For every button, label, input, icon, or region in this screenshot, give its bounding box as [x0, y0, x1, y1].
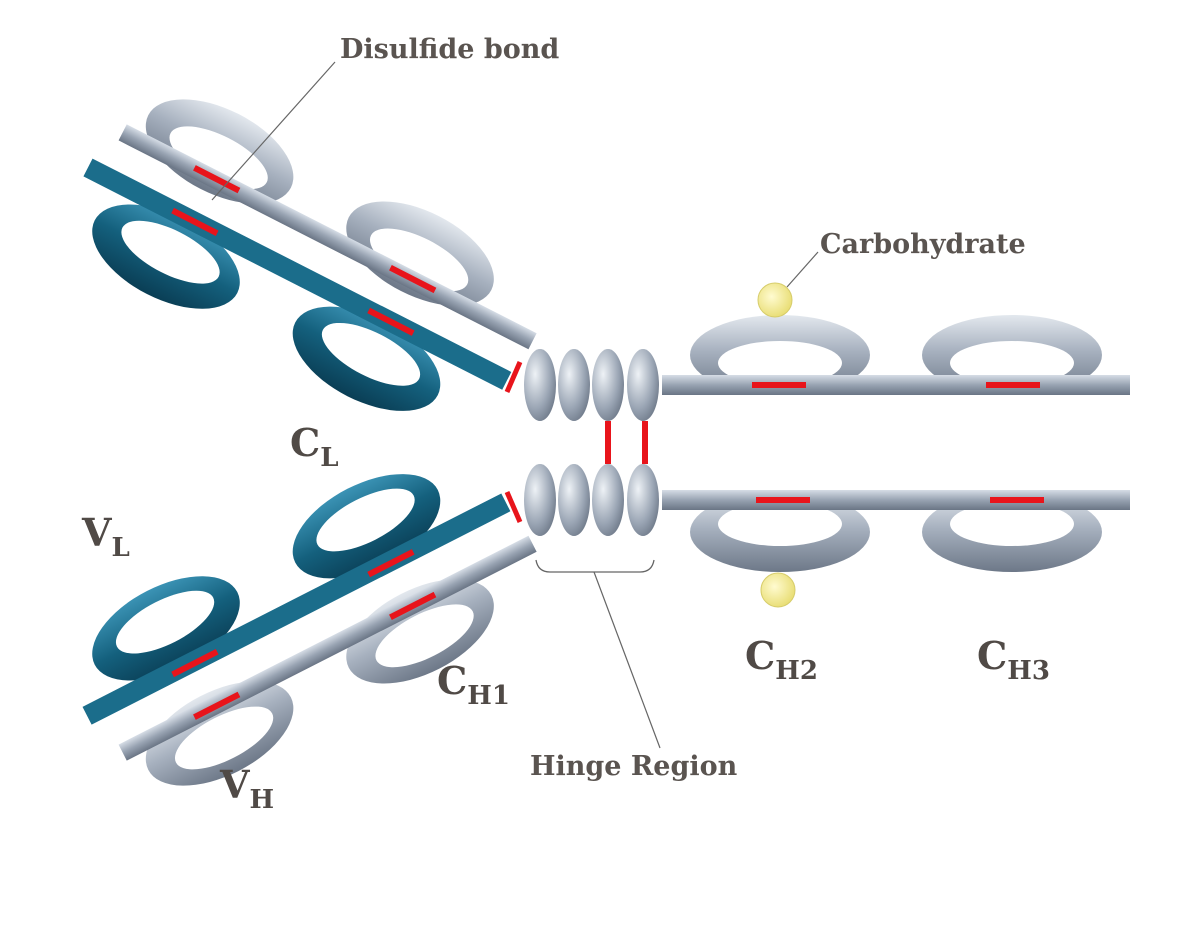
disulfide-bond-line: [171, 207, 219, 236]
domain-label-ch1: CH1: [437, 658, 510, 711]
disulfide-bond-line: [389, 591, 437, 620]
domain-label-vh: VH: [219, 762, 274, 815]
lower-fc-chain-bar: [662, 490, 1130, 510]
domain-label-vl: VL: [81, 510, 130, 563]
disulfide-bond-line: [504, 491, 523, 523]
fc-upper: [662, 282, 1130, 395]
carbohydrate-icon: [757, 282, 793, 318]
lower-fab-arm: [75, 452, 537, 808]
disulfide-bond-line: [193, 691, 241, 720]
carbohydrate-callout-line: [786, 251, 819, 288]
hinge-callout-line: [593, 571, 661, 749]
lower-ch2-ring: [690, 492, 870, 572]
domain-label-ch3: CH3: [977, 633, 1050, 686]
disulfide-bond-line: [367, 307, 415, 336]
fc-lower: [662, 490, 1130, 608]
hinge-upper: [524, 349, 659, 421]
disulfide-bond-line: [193, 165, 241, 194]
disulfide-callout-line: [211, 61, 336, 201]
disulfide-bond-label: Disulfide bond: [340, 34, 559, 65]
disulfide-bond-line: [504, 361, 523, 393]
disulfide-bond-line: [367, 549, 415, 578]
domain-label-ch2: CH2: [745, 633, 818, 686]
lower-ch3-ring: [922, 492, 1102, 572]
disulfide-bond-line: [171, 649, 219, 678]
hinge-lower: [524, 464, 659, 536]
carbohydrate-icon: [760, 572, 796, 608]
disulfide-bond-line: [389, 265, 437, 294]
carbohydrate-label: Carbohydrate: [820, 229, 1026, 260]
hinge-bracket: [535, 559, 655, 573]
hinge-region-label: Hinge Region: [530, 751, 738, 782]
domain-label-cl: CL: [290, 420, 339, 473]
upper-fc-chain-bar: [662, 375, 1130, 395]
upper-fab-arm: [75, 77, 537, 433]
